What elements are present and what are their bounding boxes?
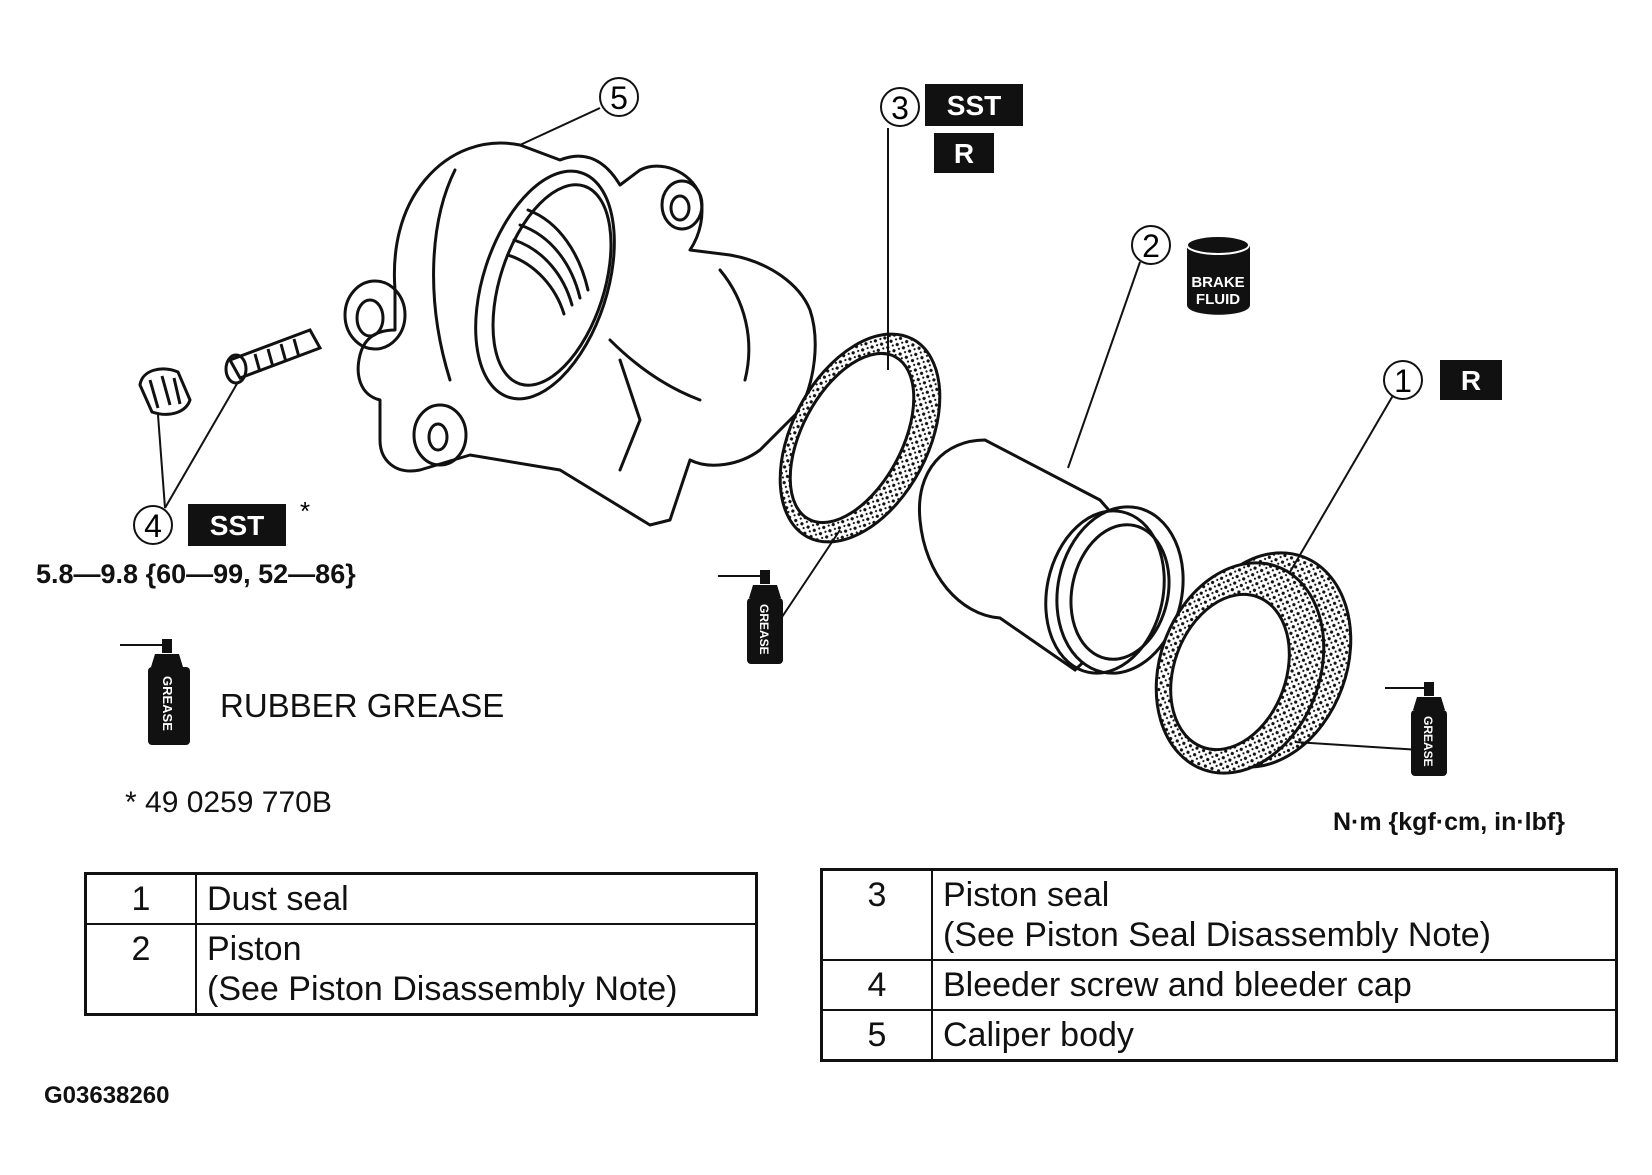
part-number: 4 (820, 959, 933, 1011)
svg-text:GREASE: GREASE (1421, 716, 1435, 767)
figure-id: G03638260 (44, 1082, 170, 1109)
table-row: 1 Dust seal (84, 872, 758, 925)
piston (917, 438, 1185, 675)
part-name: Piston (See Piston Disassembly Note) (195, 923, 758, 1016)
svg-text:R: R (954, 138, 974, 169)
part-name-text: Bleeder screw and bleeder cap (943, 966, 1412, 1004)
grease-can-icon: GREASE (120, 639, 190, 745)
table-row: 5 Caliper body (820, 1009, 1618, 1062)
sst-badge-4: SST (188, 504, 286, 546)
part-name-text: Piston (207, 930, 302, 968)
piston-seal (778, 332, 942, 544)
grease-can-icon: GREASE (718, 570, 783, 664)
r-badge-3: R (934, 133, 994, 173)
parts-table-right: 3 Piston seal (See Piston Seal Disassemb… (820, 868, 1618, 1062)
sst-part-number: * 49 0259 770B (125, 786, 332, 819)
rubber-grease-label: RUBBER GREASE (220, 687, 505, 724)
bleeder-cap (138, 367, 192, 416)
svg-text:1: 1 (1394, 363, 1412, 399)
part-name: Bleeder screw and bleeder cap (931, 959, 1618, 1011)
callout-3: 3 (880, 87, 920, 127)
callout-2: 2 (1131, 225, 1171, 265)
part-name: Piston seal (See Piston Seal Disassembly… (931, 868, 1618, 961)
dust-seal (1154, 551, 1353, 775)
svg-text:5: 5 (610, 80, 628, 116)
table-row: 3 Piston seal (See Piston Seal Disassemb… (820, 868, 1618, 961)
callout-1: 1 (1383, 360, 1423, 400)
units-note: N·m {kgf·cm, in·lbf} (1333, 808, 1565, 836)
svg-text:R: R (1461, 365, 1481, 396)
parts-table-left: 1 Dust seal 2 Piston (See Piston Disasse… (84, 872, 758, 1016)
sst-asterisk: * (300, 496, 310, 526)
svg-text:BRAKE: BRAKE (1191, 274, 1244, 291)
part-name-text: Piston seal (943, 876, 1110, 914)
grease-can-icon: GREASE (1385, 682, 1447, 776)
svg-text:SST: SST (210, 510, 264, 541)
part-name-text: Dust seal (207, 880, 349, 918)
svg-text:4: 4 (144, 508, 162, 544)
callout-4: 4 (133, 505, 173, 545)
part-name: Caliper body (931, 1009, 1618, 1062)
svg-text:2: 2 (1142, 228, 1160, 264)
svg-text:GREASE: GREASE (757, 604, 771, 655)
svg-text:GREASE: GREASE (160, 676, 175, 731)
caliper-body (343, 141, 817, 527)
svg-text:3: 3 (891, 90, 909, 126)
part-note-text: (See Piston Disassembly Note) (207, 970, 678, 1008)
callout-5: 5 (599, 77, 639, 117)
brake-fluid-can-icon: BRAKE FLUID (1186, 235, 1250, 315)
torque-spec: 5.8—9.8 {60—99, 52—86} (36, 559, 356, 589)
leader-lines (157, 107, 1421, 751)
table-row: 2 Piston (See Piston Disassembly Note) (84, 923, 758, 1016)
part-name-text: Caliper body (943, 1016, 1134, 1054)
part-number: 2 (84, 923, 197, 1016)
part-number: 3 (820, 868, 933, 961)
r-badge-1: R (1440, 360, 1502, 400)
part-number: 1 (84, 872, 197, 925)
bleeder-screw (224, 328, 323, 385)
part-note-text: (See Piston Seal Disassembly Note) (943, 916, 1492, 954)
part-name: Dust seal (195, 872, 758, 925)
table-row: 4 Bleeder screw and bleeder cap (820, 959, 1618, 1011)
part-number: 5 (820, 1009, 933, 1062)
svg-text:FLUID: FLUID (1196, 291, 1240, 308)
sst-badge-3: SST (925, 84, 1023, 126)
svg-text:SST: SST (947, 90, 1001, 121)
